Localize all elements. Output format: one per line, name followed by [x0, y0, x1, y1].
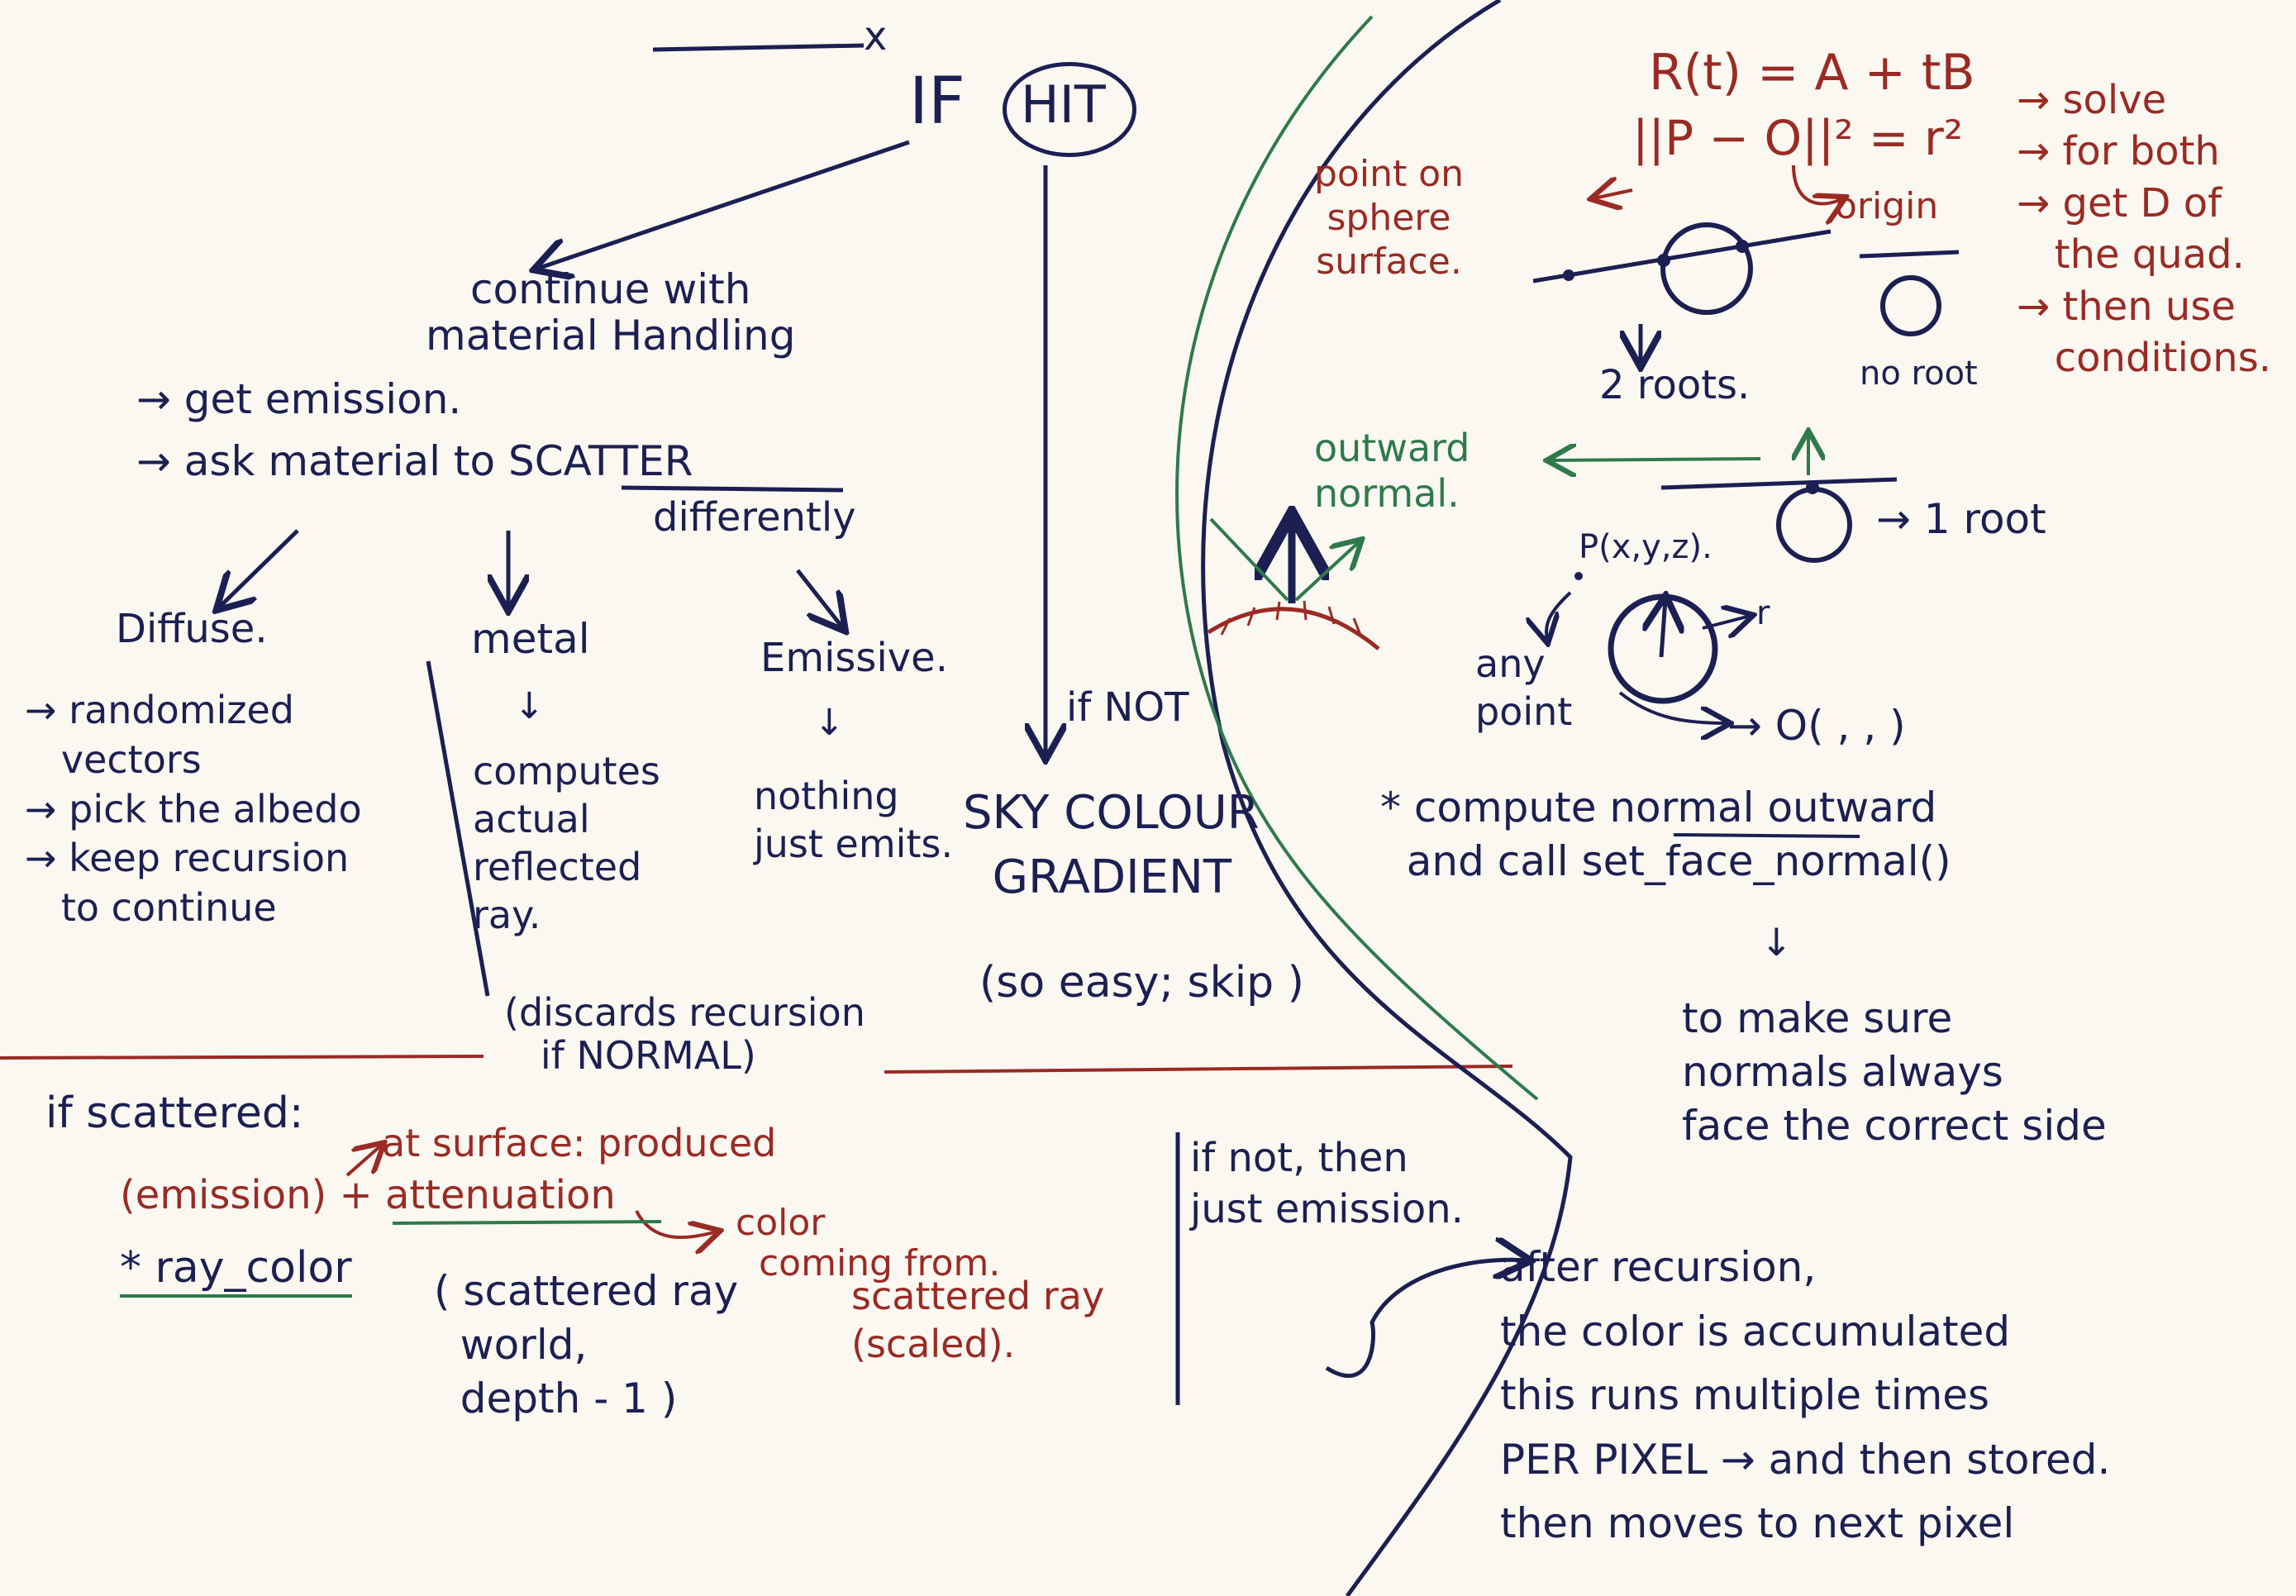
if-not-just-emission: if not, then just emission. — [1190, 1135, 1464, 1233]
if-scattered: if scattered: — [45, 1089, 304, 1138]
compute-normal-underline — [1673, 833, 1860, 838]
sphere-outline-navy — [1201, 0, 1573, 1596]
surface-arc — [1207, 607, 1380, 650]
two-root-ray — [1532, 229, 1832, 283]
two-roots-label: 2 roots. — [1599, 362, 1751, 408]
down-arrow: ↓ — [1760, 920, 1793, 965]
emissive-title: Emissive. — [760, 635, 948, 681]
x-mark: x — [864, 13, 888, 60]
color-arrow — [635, 1210, 717, 1237]
emissive-notes: nothing just emits. — [754, 774, 954, 866]
origin-arrow — [1792, 164, 1843, 204]
if-not-label: if NOT — [1066, 684, 1189, 731]
hit-circle — [1003, 62, 1136, 157]
continue-material-handling: continue with material Handling — [426, 265, 796, 360]
diffuse-notes: → randomized vectors → pick the albedo →… — [25, 688, 362, 931]
one-root-label: → 1 root — [1876, 495, 2046, 543]
hit-label: HIT — [1021, 74, 1106, 135]
sphere-equation: ||P − O||² = r² — [1632, 110, 1964, 166]
make-sure-normals: to make sure normals always face the cor… — [1682, 994, 2107, 1150]
no-root-label: no root — [1860, 355, 1978, 393]
at-surface-arrow — [345, 1145, 382, 1177]
discards-recursion: (discards recursion if NORMAL) — [504, 990, 865, 1078]
attenuation-underline — [392, 1220, 662, 1225]
sphere-outline-green — [1175, 15, 1539, 1101]
compute-normal-note: * compute normal outward and call set_fa… — [1380, 784, 1951, 885]
emission-attenuation: (emission) + attenuation — [120, 1172, 616, 1218]
point-on-sphere-surface: point on sphere surface. — [1314, 153, 1465, 283]
radius-line — [1661, 599, 1665, 658]
p-xyz-label: P(x,y,z). — [1579, 528, 1712, 566]
hit-to-material-arrow — [537, 140, 910, 269]
center-o-label: → O( , , ) — [1727, 702, 1906, 750]
scatter-underline — [621, 485, 844, 493]
one-root-sphere — [1776, 487, 1852, 563]
outward-normal-arrow — [1550, 459, 1761, 460]
one-root-ray — [1660, 477, 1898, 490]
separator-right — [884, 1065, 1513, 1074]
scattered-ray-scaled: scattered ray (scaled). — [851, 1274, 1105, 1366]
incoming-ray — [1209, 517, 1289, 602]
to-diffuse-arrow — [219, 529, 299, 607]
after-recursion-note: after recursion, the color is accumulate… — [1500, 1243, 2111, 1547]
at-surface-produced: at surface: produced — [382, 1121, 777, 1165]
ray-equation: R(t) = A + tB — [1649, 44, 1975, 102]
solve-steps: → solve → for both → get D of the quad. … — [2017, 77, 2271, 381]
ray-color-fn: * ray_color — [120, 1243, 352, 1298]
emissive-arrow: ↓ — [814, 702, 845, 744]
two-root-sphere — [1660, 222, 1753, 315]
top-x-line — [652, 43, 865, 52]
surface-hatching — [1220, 600, 1362, 636]
diffuse-title: Diffuse. — [116, 606, 268, 652]
get-emission: → get emission. — [136, 375, 462, 423]
no-root-ray — [1859, 250, 1960, 259]
to-emissive-arrow — [796, 569, 843, 628]
metal-title: metal — [471, 615, 590, 663]
outward-normal-label: outward normal. — [1314, 426, 1470, 517]
radius-r-label: r — [1756, 594, 1770, 632]
any-point-label: any point — [1475, 641, 1573, 734]
origin-label: origin — [1835, 185, 1939, 227]
recursion-arrow — [1325, 1260, 1527, 1378]
color-coming-from: color coming from. — [736, 1202, 1001, 1285]
metal-arrow: ↓ — [514, 685, 545, 727]
if-label: IF — [909, 64, 965, 139]
so-easy-skip: (so easy; skip ) — [979, 958, 1304, 1008]
sky-colour-gradient: SKY COLOUR GRADIENT — [963, 786, 1260, 905]
any-point-arrow — [1546, 591, 1572, 641]
differently-label: differently — [653, 494, 856, 541]
point-on-sphere-arrow — [1593, 190, 1633, 198]
center-arrow — [1618, 691, 1727, 723]
ray-color-args: ( scattered ray world, depth - 1 ) — [434, 1267, 739, 1422]
diffuse-metal-divider — [426, 660, 490, 997]
metal-notes: computes actual reflected ray. — [473, 749, 660, 937]
no-root-sphere — [1880, 275, 1941, 336]
radius-arrow — [1702, 616, 1751, 628]
reflected-ray — [1294, 541, 1360, 602]
ask-material-scatter: → ask material to SCATTER — [136, 437, 693, 485]
separator-left — [0, 1055, 484, 1060]
